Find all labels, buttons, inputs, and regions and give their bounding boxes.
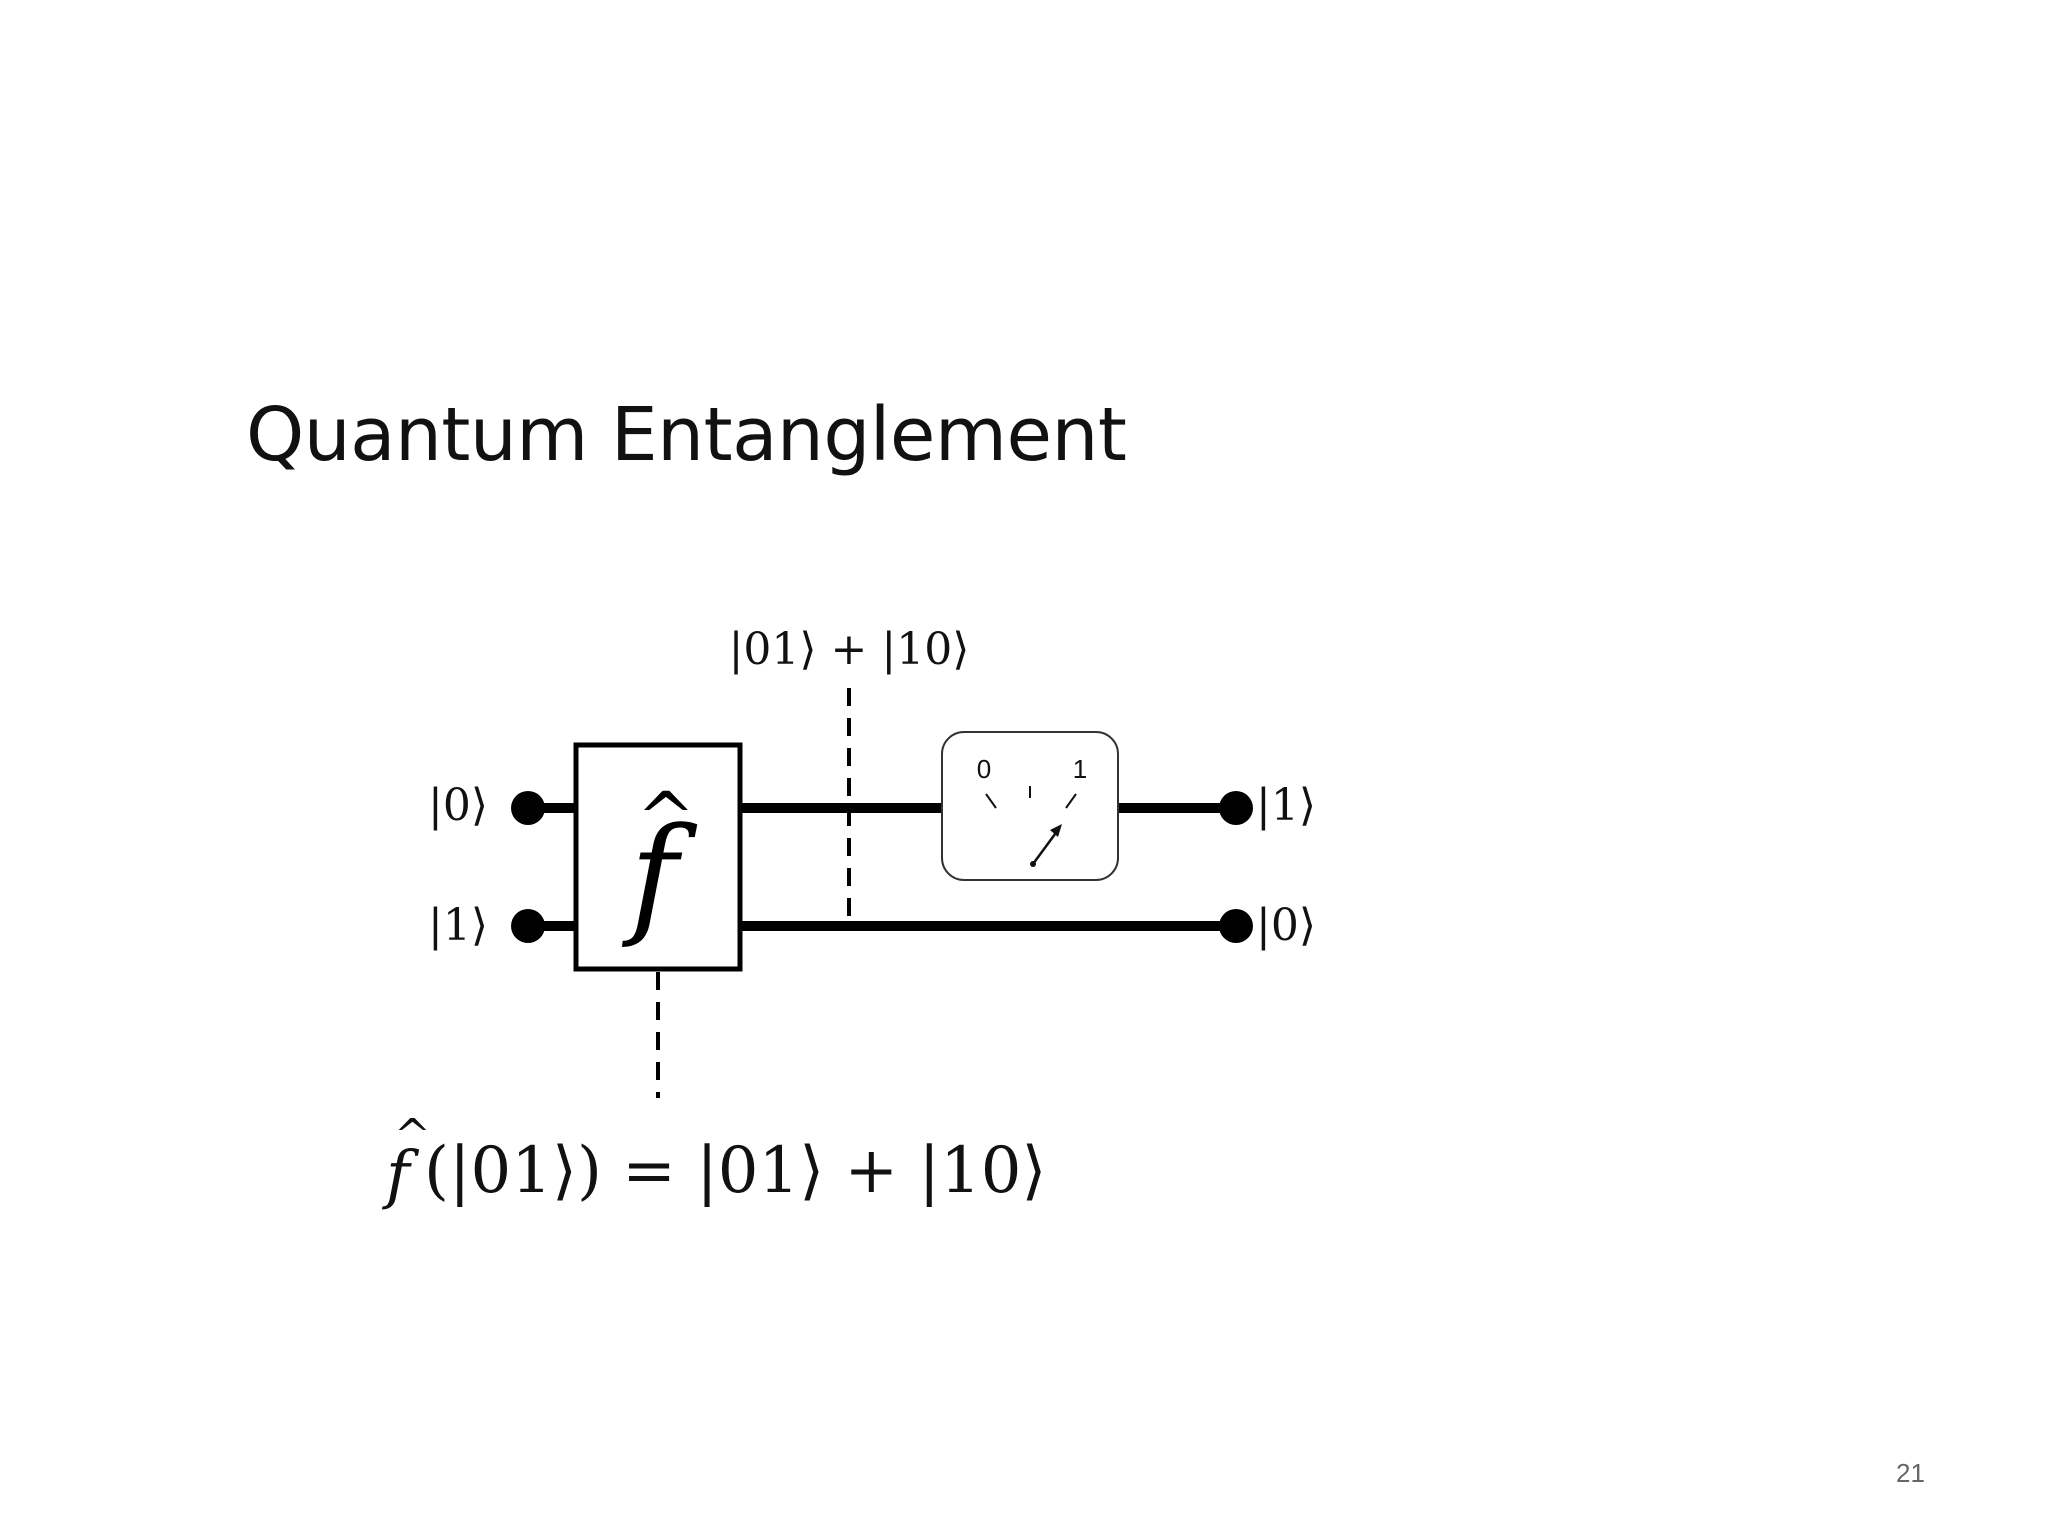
meter-needle <box>1031 829 1060 865</box>
meter-tick-left <box>985 793 997 809</box>
gate-hat: ^ <box>637 777 696 859</box>
output-dot-top <box>1219 791 1253 825</box>
input-label-top: |0⟩ <box>428 780 488 831</box>
output-label-top: |1⟩ <box>1256 780 1316 831</box>
meter-label-one: 1 <box>1073 754 1087 784</box>
page-number: 21 <box>1896 1458 1925 1488</box>
meter-tick-right <box>1065 793 1077 809</box>
gate-box <box>573 742 743 972</box>
equation-hat: ^ <box>394 1110 431 1161</box>
output-label-bottom: |0⟩ <box>1256 900 1316 951</box>
measurement-meter: 0 1 <box>941 731 1119 881</box>
equation: f ^ (|01⟩) = |01⟩ + |10⟩ <box>382 1110 1046 1212</box>
slide-title: Quantum Entanglement <box>246 392 1127 478</box>
meter-pivot <box>1030 861 1036 867</box>
input-label-bottom: |1⟩ <box>428 900 488 951</box>
meter-box <box>941 731 1119 881</box>
equation-body: (|01⟩) = |01⟩ + |10⟩ <box>424 1134 1046 1208</box>
meter-needle-arrow-icon <box>1050 824 1062 837</box>
meter-label-zero: 0 <box>977 754 991 784</box>
output-dot-bottom <box>1219 909 1253 943</box>
intermediate-state-label: |01⟩ + |10⟩ <box>729 624 970 675</box>
